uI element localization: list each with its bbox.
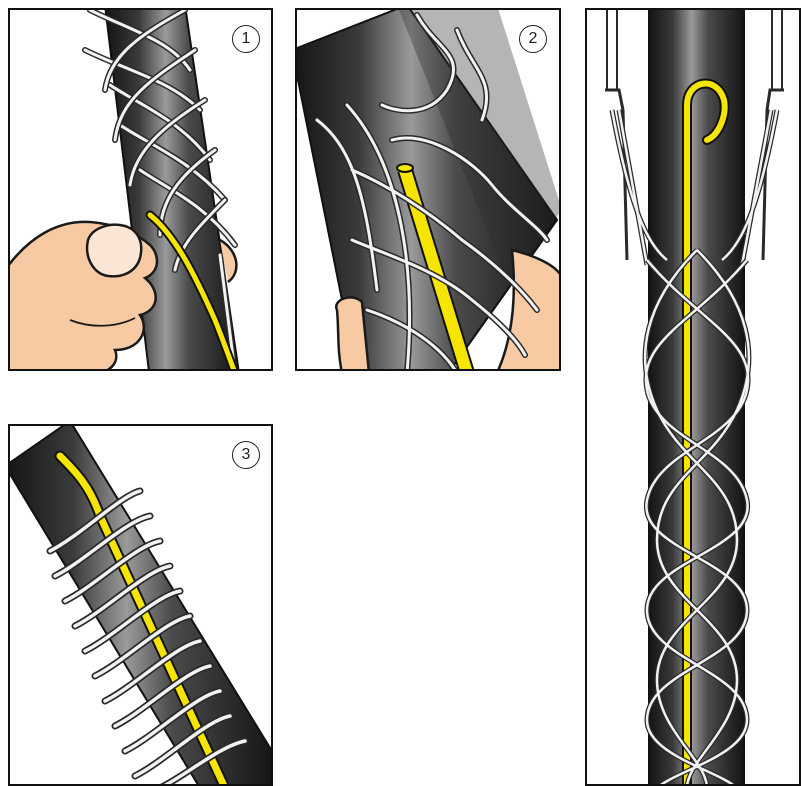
cable-icon — [649, 10, 744, 786]
step-2-illustration — [297, 10, 561, 371]
step-3-illustration — [10, 426, 273, 786]
step-1-illustration — [10, 10, 273, 371]
step-3-panel: 3 — [8, 424, 273, 786]
result-panel — [585, 8, 801, 786]
step-number-badge: 1 — [232, 25, 260, 53]
step-number-badge: 2 — [519, 25, 547, 53]
step-2-panel: 2 — [295, 8, 561, 371]
installed-grip-illustration — [587, 10, 801, 786]
step-1-panel: 1 — [8, 8, 273, 371]
step-number-badge: 3 — [232, 441, 260, 469]
